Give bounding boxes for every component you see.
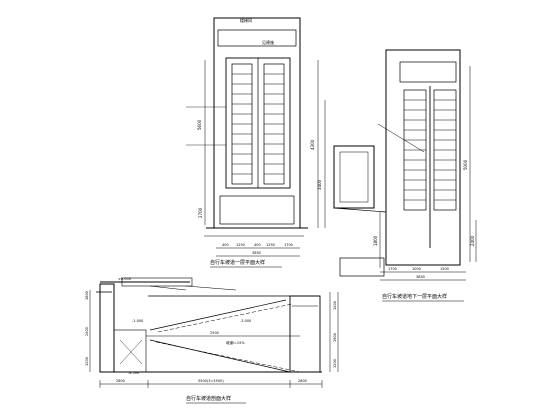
plan-1-dim-right-total: 4300 (310, 139, 315, 150)
plan-2-dim-right-lower: 2400 (470, 235, 475, 246)
plan-2-dim-bottom-0: 1700 (388, 267, 397, 271)
plan-1-dim-stair: 3400 (317, 179, 322, 190)
plan-1-top-room (217, 29, 297, 47)
plan-2-top-room (399, 61, 457, 83)
plan-1-outer-wall (213, 17, 301, 229)
plan-2-basement (333, 49, 477, 281)
ramp-section (89, 277, 339, 388)
ramp-upper-diagonal (149, 299, 287, 331)
section-ramp-note: 坡道i=15% (226, 340, 245, 345)
plan-2-dim-right-total: 5000 (463, 159, 468, 170)
section-level-ramp: -3.000 (240, 319, 251, 323)
section-dim-bottom-2: 2800 (298, 379, 307, 383)
section-dim-bottom-0: 2800 (116, 379, 125, 383)
section-left-wall (99, 283, 115, 373)
plan-2-dim-left: 1800 (373, 235, 378, 246)
section-dim-right-2: 1200 (333, 359, 337, 368)
plan-1-dim-bottom-0: 400 (222, 243, 229, 247)
plan-1-dim-lower: 2700 (198, 207, 203, 218)
plan-2-dim-bottom-2: 1500 (440, 267, 449, 271)
plan-1-top-label: 楼梯间 (240, 17, 252, 23)
section-dim-left-2: 1200 (85, 357, 89, 366)
plan-2-title: 自行车坡道地下一层平面大样 (382, 293, 447, 300)
plan-1-ground-floor (186, 17, 326, 257)
section-level-mid: -1.000 (132, 319, 143, 323)
ramp-lower-diagonal (149, 339, 291, 373)
section-dim-ramp-length: 2500 (210, 331, 219, 335)
plan-2-lower-annex (339, 257, 385, 277)
plan-1-dim-left: 5600 (197, 119, 202, 130)
plan-2-dim-bottom-1: 1000 (412, 267, 421, 271)
plan-1-dim-bottom-3: 1250 (266, 243, 275, 247)
plan-2-dim-total-bottom: 3850 (416, 275, 425, 279)
plan-2-stair-treads (404, 99, 456, 201)
plan-1-dim-bottom-2: 400 (254, 243, 261, 247)
section-dim-right-1: 1900 (333, 333, 337, 342)
plan-2-annex (333, 145, 375, 209)
plan-1-dim-bottom-1: 1250 (236, 243, 245, 247)
section-dim-left-0: 1800 (85, 291, 89, 300)
plan-2-outer-wall (385, 49, 461, 266)
plan-1-stair-treads (232, 73, 284, 175)
section-title: 自行车坡道剖面大样 (186, 395, 231, 402)
plan-1-entrance (219, 195, 295, 225)
section-dim-bottom-1: 5500(3=5500) (198, 379, 224, 383)
plan-1-dim-bottom-4: 1700 (284, 243, 293, 247)
section-level-low: -4.500 (128, 371, 139, 375)
section-level-top: ±0.000 (118, 277, 131, 281)
section-dim-right-0: 1400 (333, 301, 337, 310)
plan-1-dim-total-bottom: 3850 (252, 251, 261, 255)
section-dim-left-1: 2400 (85, 327, 89, 336)
section-right-wall (289, 295, 321, 373)
plan-1-title: 自行车坡道一层平面大样 (210, 259, 265, 266)
plan-1-note-label: 见建施 (262, 39, 274, 45)
